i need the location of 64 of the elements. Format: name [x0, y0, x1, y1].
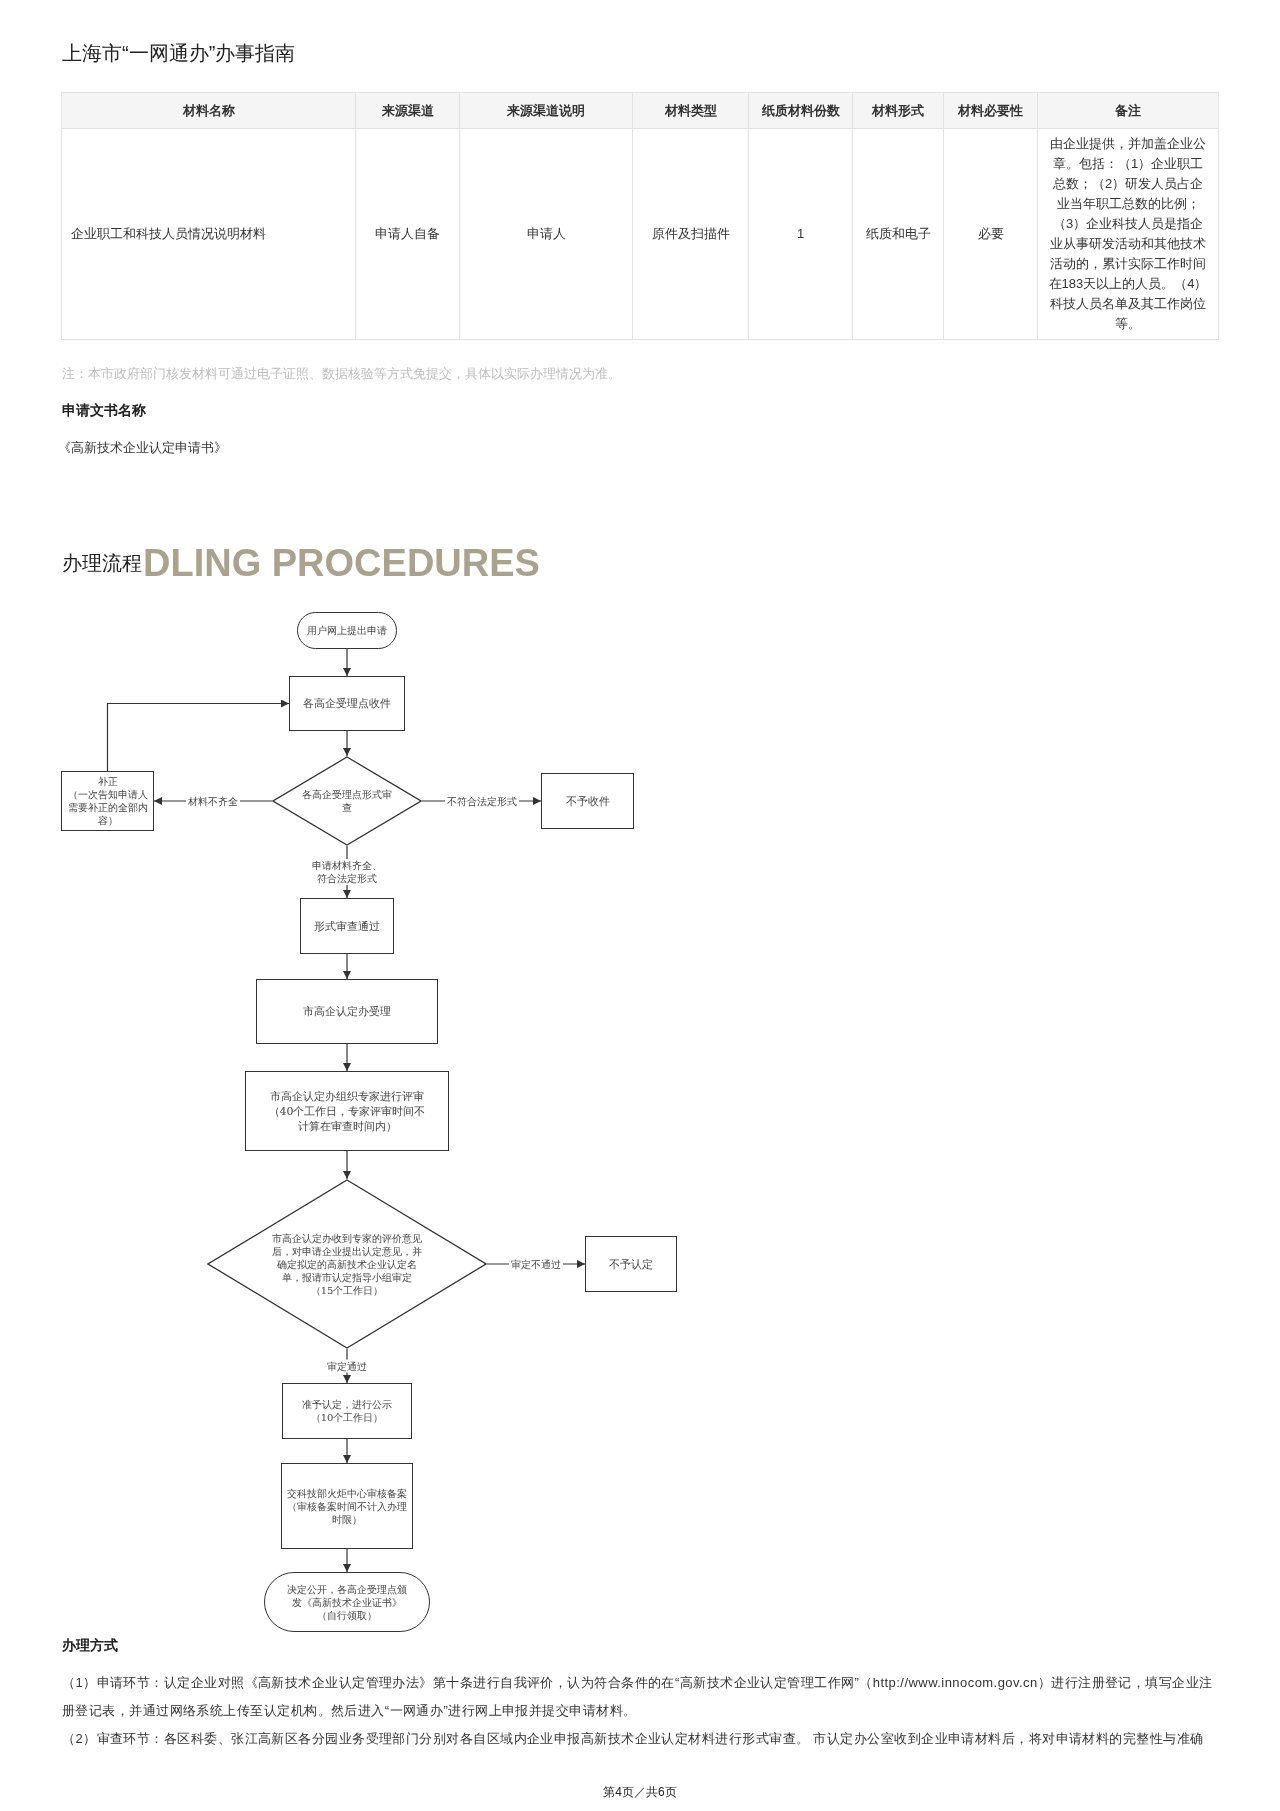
document-name: 《高新技术企业认定申请书》 [58, 439, 227, 457]
arrow [343, 1150, 351, 1180]
node-text: 交科技部火炬中心审核备案（审核备案时间不计入办理时限） [286, 1486, 408, 1526]
node-text: 各高企受理点收件 [303, 696, 391, 711]
edge-label: 审定通过 [325, 1359, 369, 1373]
page-title: 上海市“一网通办”办事指南 [62, 41, 296, 66]
table-cell: 原件及扫描件 [633, 129, 749, 340]
arrow [343, 1438, 351, 1464]
process-box [61, 771, 154, 831]
arrow [343, 648, 351, 677]
start-terminator [297, 612, 397, 649]
node-heading: 补正 [97, 775, 118, 788]
node-text: 市高企认定办组织专家进行评审（40个工作日，专家评审时间不计算在审查时间内） [267, 1088, 427, 1134]
process-box [282, 1383, 412, 1439]
paragraph: （1）申请环节：认定企业对照《高新技术企业认定管理办法》第十条进行自我评价，认为符合条件的在“高新技术企业认定管理工作网”（http://www.innocom.gov.cn）进行注册登记，填写企业注册登记表，并通过网络系统上传至认定机构。然后进入“一网通办”进行网上申报并提交申请材料。 [62, 1674, 1214, 1720]
column-header: 材料类型 [633, 93, 749, 129]
arrow [106, 699, 290, 772]
table-cell: 由企业提供，并加盖企业公章。包括：（1）企业职工总数；（2）研发人员占企业当年职工总数的比例；（3）企业科技人员是指企业从事研发活动和其他技术活动的，累计实际工作时间在183天以上的人员。（4）科技人员名单及其工作岗位等。 [1038, 129, 1219, 340]
node-text: 市高企认定办收到专家的评价意见后，对申请企业提出认定意见，并确定拟定的高新技术企业认定名单，报请市认定指导小组审定（15个工作日） [272, 1231, 422, 1297]
edge-label: 材料不齐全 [186, 794, 240, 808]
arrow [343, 1548, 351, 1573]
decorative-heading: DLING PROCEDURES [143, 541, 540, 585]
process-box [256, 979, 438, 1044]
decision-diamond [207, 1179, 487, 1349]
page-number: 第4页／共6页 [603, 1784, 677, 1800]
process-box [585, 1236, 677, 1292]
table-cell: 纸质和电子 [853, 129, 944, 340]
section-heading: 办理方式 [62, 1636, 118, 1655]
end-terminator [264, 1572, 430, 1632]
node-text: 决定公开，各高企受理点颁发《高新技术企业证书》（自行领取） [286, 1582, 408, 1622]
paragraph: （2）审查环节：各区科委、张江高新区各分园业务受理部门分别对各自区域内企业申报高新技术企业认定材料进行形式审查。 市认定办公室收到企业申请材料后，将对申请材料的完整性与准确 [62, 1730, 1205, 1748]
section-heading: 办理流程 [62, 551, 142, 576]
node-text: 准予认定，进行公示（10个工作日） [301, 1398, 393, 1424]
column-header: 来源渠道 [356, 93, 460, 129]
arrow [343, 1043, 351, 1072]
node-text: 用户网上提出申请 [307, 624, 387, 637]
table-cell: 必要 [944, 129, 1038, 340]
node-text: （一次告知申请人需要补正的全部内容） [66, 788, 149, 827]
column-header: 来源渠道说明 [460, 93, 633, 129]
edge-label: 不符合法定形式 [444, 794, 519, 808]
table-cell: 企业职工和科技人员情况说明材料 [62, 129, 356, 340]
column-header: 材料必要性 [944, 93, 1038, 129]
process-box [281, 1463, 413, 1549]
node-text: 市高企认定办受理 [303, 1004, 391, 1019]
arrow [343, 730, 351, 757]
node-text: 各高企受理点形式审查 [301, 788, 393, 814]
process-box [541, 773, 634, 829]
edge-label: 审定不通过 [509, 1257, 563, 1271]
column-header: 材料形式 [853, 93, 944, 129]
table-cell: 申请人 [460, 129, 633, 340]
node-text: 形式审查通过 [314, 918, 380, 934]
column-header: 纸质材料份数 [749, 93, 853, 129]
node-text: 不予认定 [609, 1256, 653, 1272]
process-box [289, 676, 405, 731]
column-header: 材料名称 [62, 93, 356, 129]
node-text: 不予收件 [565, 793, 610, 809]
process-box [300, 898, 394, 954]
section-heading: 申请文书名称 [62, 401, 146, 420]
decision-diamond [272, 756, 422, 846]
table-cell: 1 [749, 129, 853, 340]
table-cell: 申请人自备 [356, 129, 460, 340]
arrow [343, 953, 351, 980]
process-box [245, 1071, 449, 1151]
column-header: 备注 [1038, 93, 1219, 129]
